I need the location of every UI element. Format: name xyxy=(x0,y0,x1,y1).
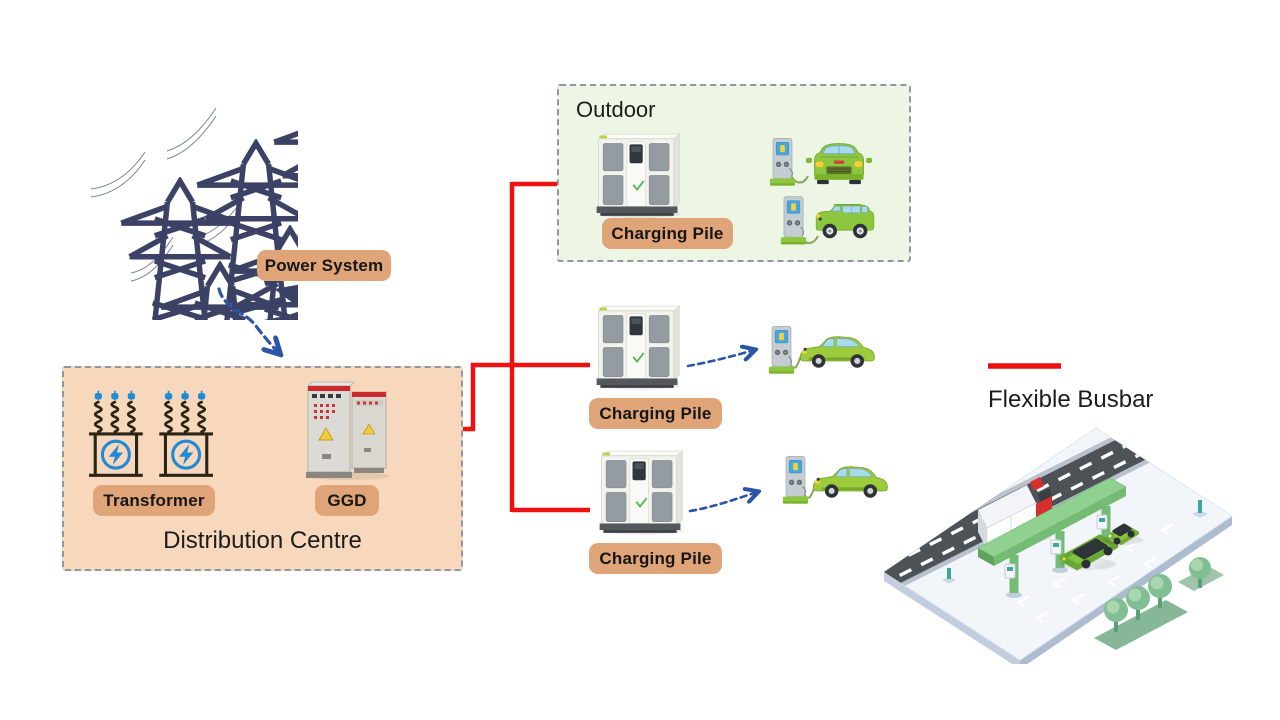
charging-pile-cabinet-icon xyxy=(591,303,685,390)
distribution-centre-title: Distribution Centre xyxy=(163,527,362,554)
ev-station-sedan-group xyxy=(782,455,888,505)
distribution-centre-box: Transformer GGD Distribution Centre xyxy=(62,366,463,571)
ev-station-suv-group xyxy=(780,196,875,245)
charging-pile-label-1: Charging Pile xyxy=(602,218,733,249)
busbar-scene-icon xyxy=(883,427,1233,664)
transformer-label: Transformer xyxy=(93,485,215,516)
ev-station-sedan-group xyxy=(768,325,875,375)
transmission-towers-icon xyxy=(90,85,298,320)
charging-pile-cabinet-icon xyxy=(591,131,685,218)
power-system-label: Power System xyxy=(257,250,391,281)
charging-pile-label-3: Charging Pile xyxy=(589,543,722,574)
ev-station-car-group xyxy=(769,137,872,187)
charging-pile-label-2: Charging Pile xyxy=(589,398,722,429)
ggd-cabinet-icon xyxy=(302,378,394,480)
charging-pile-cabinet-icon xyxy=(594,448,688,535)
flexible-busbar-label: Flexible Busbar xyxy=(988,386,1154,413)
ggd-label: GGD xyxy=(315,485,379,516)
outdoor-title: Outdoor xyxy=(576,97,656,122)
transformer-icon xyxy=(88,390,214,480)
